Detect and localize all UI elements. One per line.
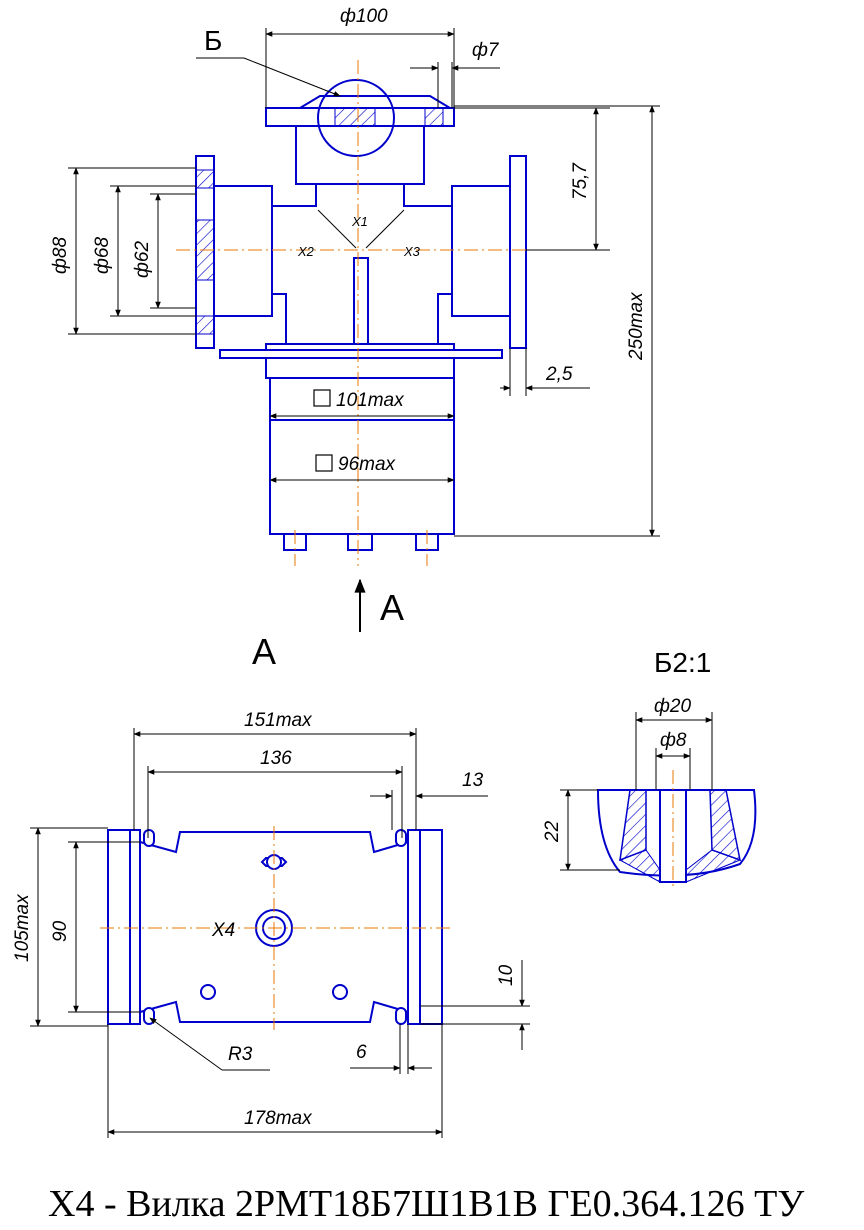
left-flange-a — [107, 829, 131, 1025]
nut-center — [347, 533, 373, 551]
dim-d68: ф68 — [92, 237, 113, 274]
dim-96max: 96max — [338, 454, 397, 475]
dim-10: 10 — [496, 964, 517, 986]
dim-d88: ф88 — [50, 237, 71, 274]
view-a-title: А — [252, 631, 276, 672]
dim-105max: 105max — [12, 893, 33, 962]
left-branch — [211, 185, 273, 317]
label-x2: X2 — [297, 244, 315, 259]
view-a: А X4 151max 136 — [12, 631, 530, 1138]
dim-d8: ф8 — [660, 730, 687, 751]
dim-101max: 101max — [336, 390, 405, 411]
caption: X4 - Вилка 2РМТ18Б7Ш1В1В ГЕ0.364.126 ТУ — [48, 1183, 805, 1225]
label-x3: X3 — [403, 244, 421, 259]
hex-nut-left — [200, 984, 216, 1000]
right-flange — [509, 155, 527, 349]
dim-151max: 151max — [244, 710, 313, 731]
dim-d7: ф7 — [472, 40, 500, 61]
dim-6: 6 — [356, 1042, 367, 1063]
hex-nut-right — [332, 984, 348, 1000]
center-pin — [353, 257, 369, 345]
dim-90: 90 — [50, 920, 71, 942]
label-x1: X1 — [351, 214, 368, 229]
dim-r3: R3 — [228, 1044, 253, 1065]
label-x4: X4 — [211, 920, 235, 941]
right-branch — [451, 185, 511, 317]
label-b: Б — [204, 25, 222, 56]
dim-d62: ф62 — [132, 241, 153, 278]
dim-250max: 250max — [626, 291, 647, 361]
top-view: ф100 ф7 Б 75,7 250max 2,5 ф88 — [50, 6, 660, 632]
dim-2-5: 2,5 — [545, 364, 573, 385]
housing — [269, 377, 455, 535]
dim-13: 13 — [462, 770, 484, 791]
dim-136: 136 — [260, 748, 292, 769]
right-flange-a — [419, 829, 443, 1025]
dim-75-7: 75,7 — [570, 162, 591, 200]
dim-d20: ф20 — [654, 696, 691, 717]
label-arrow-a: А — [380, 587, 404, 628]
detail-b-circle — [317, 79, 395, 157]
dim-d100: ф100 — [340, 6, 388, 27]
technical-drawing: ф100 ф7 Б 75,7 250max 2,5 ф88 — [12, 6, 757, 1138]
dim-22: 22 — [542, 820, 563, 843]
detail-b-title: Б2:1 — [654, 647, 711, 678]
dim-178max: 178max — [244, 1108, 313, 1129]
detail-b: Б2:1 ф20 ф8 22 — [542, 647, 757, 890]
base-plate — [219, 349, 503, 359]
